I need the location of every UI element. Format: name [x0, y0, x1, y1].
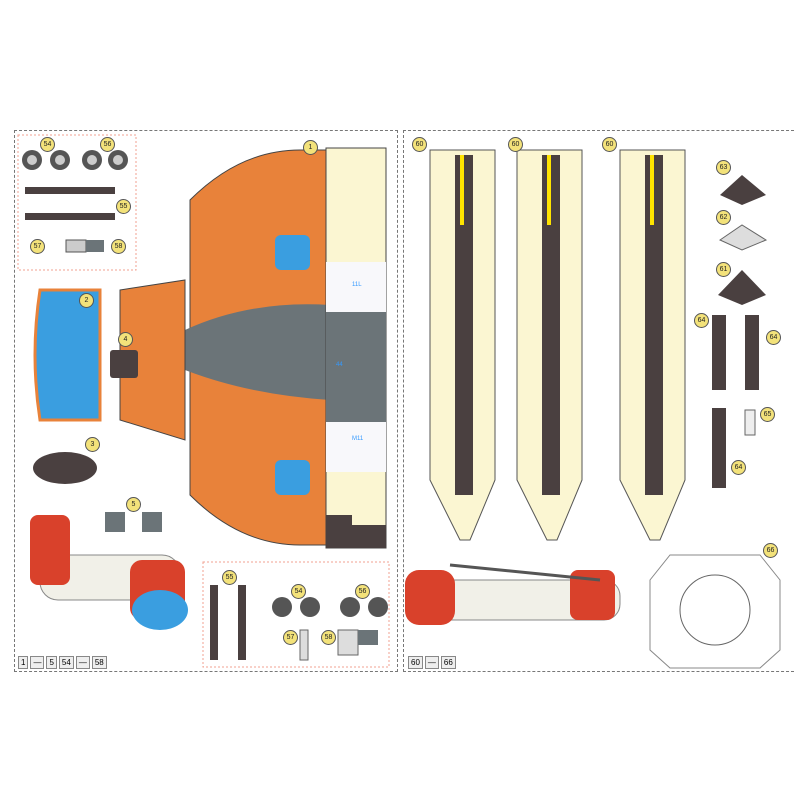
part-number-badge: 3	[85, 437, 100, 452]
fuselage-label: M11	[352, 436, 364, 442]
part-number-badge: 4	[118, 332, 133, 347]
shaft-parts	[712, 315, 759, 488]
legend-to: 5	[46, 656, 57, 669]
wheel-parts	[22, 150, 128, 253]
part-number-badge: 64	[766, 330, 781, 345]
windshield-part-2	[33, 288, 102, 422]
legend-from: 60	[408, 656, 423, 669]
part-number-badge: 55	[116, 199, 131, 214]
right-sheet	[403, 130, 794, 672]
fuselage-part-1	[119, 147, 387, 549]
fuselage-label: 44	[336, 362, 343, 368]
part-number-badge: 2	[79, 293, 94, 308]
part-number-badge: 63	[716, 160, 731, 175]
part-number-badge: 57	[283, 630, 298, 645]
part-number-badge: 66	[763, 543, 778, 558]
part-number-badge: 54	[40, 137, 55, 152]
part-range-legend-right: 60— 66	[408, 656, 456, 669]
legend-from: 1	[18, 656, 29, 669]
part-66	[649, 554, 781, 669]
legend-to: 58	[91, 656, 107, 669]
part-number-badge: 60	[412, 137, 427, 152]
part-number-badge: 58	[111, 239, 126, 254]
rotor-blade-parts	[429, 149, 686, 541]
fuselage-label: 11L	[352, 282, 362, 288]
part-number-badge: 5	[126, 497, 141, 512]
part-number-badge: 56	[100, 137, 115, 152]
part-4	[110, 350, 138, 378]
part-number-badge: 56	[355, 584, 370, 599]
part-number-badge: 54	[291, 584, 306, 599]
legend-to: 66	[440, 656, 456, 669]
part-range-legend-left: 1— 5 54— 58	[18, 656, 107, 669]
part-number-badge: 62	[716, 210, 731, 225]
part-number-badge: 1	[303, 140, 318, 155]
part-5	[105, 512, 162, 532]
part-number-badge: 60	[508, 137, 523, 152]
part-3	[33, 452, 97, 484]
legend-from: 54	[58, 656, 74, 669]
part-number-badge: 60	[602, 137, 617, 152]
part-number-badge: 64	[694, 313, 709, 328]
helicopter-illustration-left	[30, 515, 188, 630]
part-number-badge: 57	[30, 239, 45, 254]
part-number-badge: 65	[760, 407, 775, 422]
left-sheet	[14, 130, 398, 672]
part-number-badge: 55	[222, 570, 237, 585]
part-number-badge: 64	[731, 460, 746, 475]
part-number-badge: 61	[716, 262, 731, 277]
hub-parts	[718, 175, 768, 305]
part-number-badge: 58	[321, 630, 336, 645]
helicopter-illustration-right	[405, 563, 621, 625]
